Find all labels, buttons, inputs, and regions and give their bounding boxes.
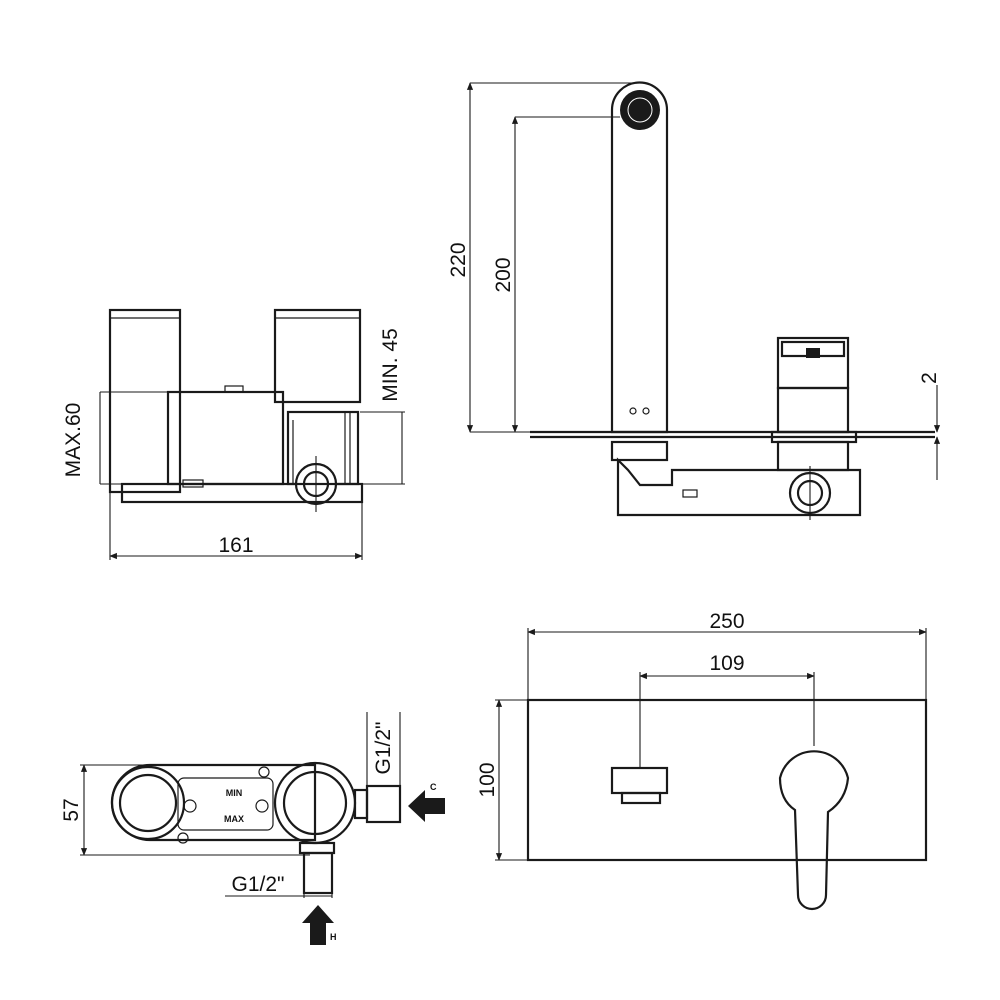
dim-220: 220 <box>447 242 470 277</box>
center-box <box>166 390 285 486</box>
cold-inlet-stub <box>365 784 402 824</box>
lever-front <box>778 750 850 911</box>
hot-inlet-stub <box>302 851 334 895</box>
top-view: MIN MAX 57 G1/2" G1/2" C H <box>60 712 445 945</box>
cold-label: C <box>430 782 437 792</box>
lever-head <box>776 336 850 390</box>
side-view: MAX.60 MIN. 45 161 <box>62 308 405 560</box>
dim-161: 161 <box>218 534 253 557</box>
dim-250: 250 <box>709 610 744 633</box>
max-marking: MAX <box>224 814 244 824</box>
spout-body <box>610 81 669 434</box>
dim-109: 109 <box>709 652 744 675</box>
cold-arrow-icon <box>408 790 445 822</box>
spout-view: 220 200 2 <box>447 81 941 520</box>
left-port <box>110 765 186 841</box>
mixer-body <box>616 457 862 517</box>
min-marking: MIN <box>226 788 243 798</box>
dim-max60: MAX.60 <box>62 403 85 478</box>
dim-g12-top: G1/2" <box>372 722 395 775</box>
dim-min45: MIN. 45 <box>379 328 402 402</box>
dim-2: 2 <box>918 372 941 384</box>
lever-sleeve <box>776 386 850 434</box>
dim-100: 100 <box>476 762 499 797</box>
left-handle-body <box>108 308 182 494</box>
dim-57: 57 <box>60 798 83 821</box>
dim-200: 200 <box>492 257 515 292</box>
right-handle-body <box>273 308 362 404</box>
hot-arrow-icon <box>302 905 334 945</box>
dim-g12-bottom: G1/2" <box>232 873 285 896</box>
front-view: 250 109 100 <box>476 610 928 911</box>
base-plate <box>120 482 364 504</box>
wall-plate-front <box>526 698 928 862</box>
spout-front <box>610 766 669 795</box>
hot-label: H <box>330 932 337 942</box>
